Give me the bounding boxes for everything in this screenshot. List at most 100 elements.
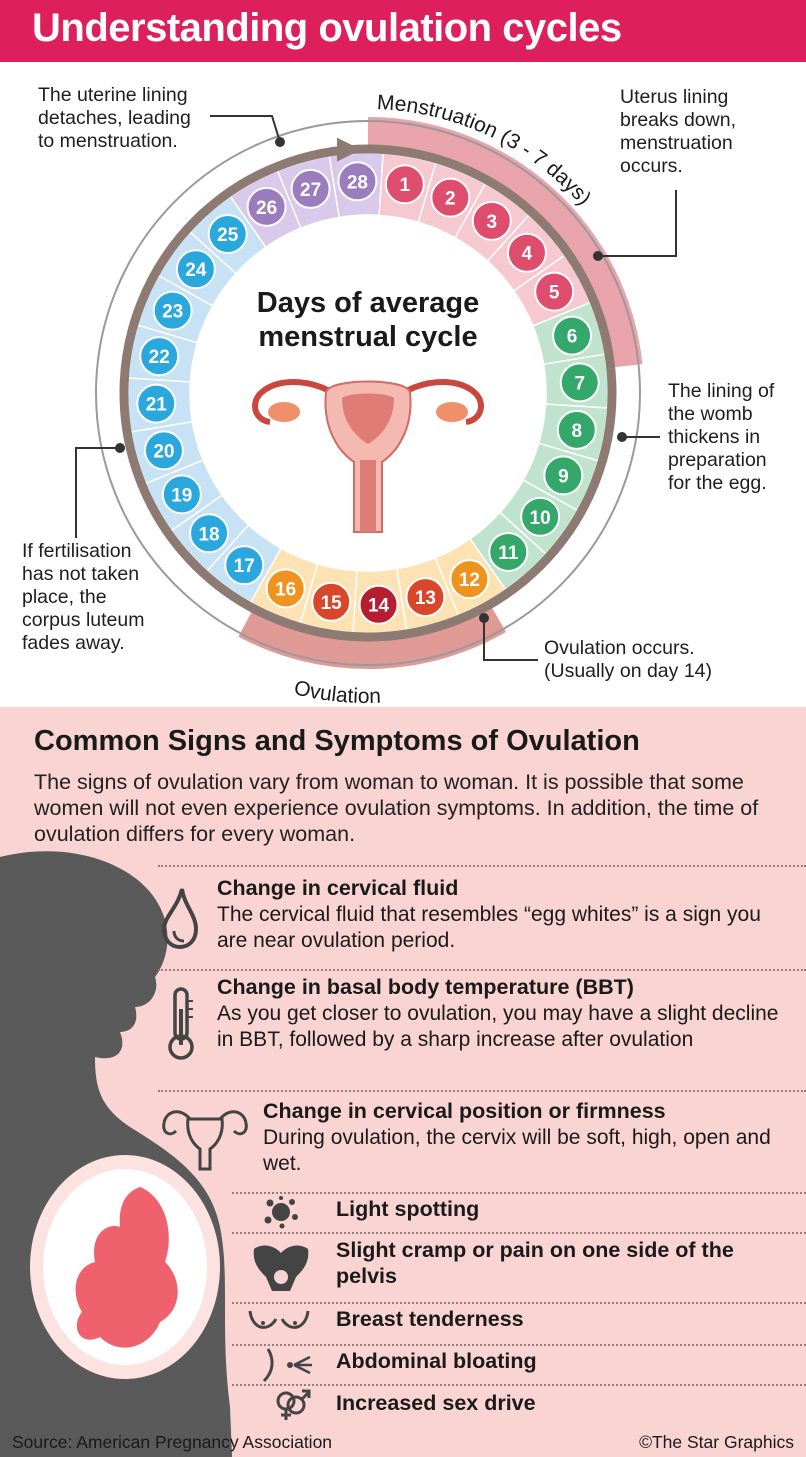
page-title: Understanding ovulation cycles [32, 6, 622, 50]
day-number: 25 [217, 225, 239, 246]
day-number: 17 [234, 556, 255, 577]
day-marker: 21 [136, 383, 177, 424]
leader-dot [617, 432, 627, 442]
symptom-title: Light spotting [336, 1197, 480, 1221]
day-number: 11 [498, 543, 519, 564]
pregnant-woman-silhouette [0, 851, 232, 1457]
day-ball [265, 568, 306, 609]
day-marker: 11 [488, 531, 529, 572]
day-number: 20 [153, 441, 174, 462]
separator [158, 1090, 806, 1092]
uterus-icon [162, 1110, 248, 1171]
day-marker: 17 [224, 545, 265, 586]
day-marker: 10 [520, 496, 561, 537]
bloating-icon [262, 1348, 312, 1383]
day-ball [506, 232, 547, 273]
day-ball [488, 531, 529, 572]
day-marker: 5 [534, 271, 575, 312]
symptoms-title: Common Signs and Symptoms of Ovulation [34, 725, 640, 757]
separator [232, 1232, 806, 1234]
symptom-title: Slight cramp or pain on one side of the … [336, 1238, 734, 1288]
credit-note: ©The Star Graphics [639, 1432, 794, 1452]
day-ball [290, 168, 331, 209]
day-ball [189, 513, 230, 554]
day-ball [471, 200, 512, 241]
ovary-left [268, 402, 300, 422]
outer-bracket [95, 120, 641, 666]
day-marker: 14 [358, 584, 399, 625]
cervix [360, 460, 376, 532]
ovulation-label: Ovulation [292, 676, 381, 707]
day-number: 24 [185, 260, 207, 281]
symptom-text: During ovulation, the cervix will be sof… [263, 1126, 771, 1175]
day-marker: 26 [246, 186, 287, 227]
day-number: 13 [415, 588, 436, 609]
cycle-ring [119, 144, 617, 642]
fetus-shape [75, 1187, 178, 1348]
callout-ovulation-occurs: Ovulation occurs. (Usually on day 14) [544, 637, 712, 682]
symptom-title: Increased sex drive [336, 1391, 536, 1415]
day-marker: 4 [506, 232, 547, 273]
day-ball [161, 474, 202, 515]
day-number: 23 [162, 302, 183, 323]
day-number: 4 [522, 244, 533, 265]
day-number: 26 [256, 198, 277, 219]
day-marker: 2 [430, 177, 471, 218]
separator [232, 1192, 806, 1194]
symptoms-intro: The signs of ovulation vary from woman t… [34, 770, 759, 846]
day-ball [556, 409, 597, 450]
day-marker: 1 [384, 164, 425, 205]
day-marker: 27 [290, 168, 331, 209]
day-number: 1 [400, 175, 411, 196]
day-marker: 18 [189, 513, 230, 554]
symptom-title: Change in cervical fluid [217, 876, 459, 900]
day-marker: 8 [556, 409, 597, 450]
symptom-title: Breast tenderness [336, 1307, 524, 1331]
day-number: 22 [149, 347, 170, 368]
symptom-title: Abdominal bloating [336, 1349, 537, 1373]
day-number: 10 [530, 508, 551, 529]
day-marker: 9 [543, 455, 584, 496]
separator [158, 865, 806, 867]
day-marker: 28 [337, 161, 378, 202]
day-number: 6 [567, 327, 578, 348]
day-marker: 16 [265, 568, 306, 609]
day-marker: 25 [207, 214, 248, 255]
symptom-title: Change in basal body temperature (BBT) [217, 975, 634, 999]
callout-lining-breaks: Uterus lining breaks down, menstruation … [620, 86, 736, 177]
gender-symbols-icon [276, 1389, 311, 1420]
day-ball [152, 290, 193, 331]
day-ball [224, 545, 265, 586]
symptoms-section: Common Signs and Symptoms of Ovulation T… [0, 707, 806, 1457]
day-ball [246, 186, 287, 227]
day-ball [559, 362, 600, 403]
day-ball [311, 581, 352, 622]
day-number: 9 [558, 466, 569, 487]
breast-icon [248, 1310, 310, 1329]
menstruation-band [368, 117, 643, 368]
splatter-icon [264, 1196, 298, 1229]
day-ball [543, 455, 584, 496]
day-ball [207, 214, 248, 255]
day-number: 3 [486, 212, 497, 233]
day-marker: 6 [552, 315, 593, 356]
day-number: 28 [347, 172, 368, 193]
day-ball [552, 315, 593, 356]
day-marker: 15 [311, 581, 352, 622]
leader-fertilisation [75, 447, 120, 538]
day-number: 7 [574, 373, 585, 394]
day-number: 27 [300, 180, 321, 201]
day-marker: 23 [152, 290, 193, 331]
day-number: 2 [445, 189, 456, 210]
day-marker: 13 [405, 577, 446, 618]
pelvis-icon [253, 1245, 309, 1291]
center-title-line1: Days of average [257, 287, 479, 319]
leader-dot [593, 251, 603, 261]
symptom-text: The cervical fluid that resembles “egg w… [217, 903, 761, 952]
cycle-diagram: 1234567891011121314151617181920212223242… [75, 91, 677, 707]
day-ball [405, 577, 446, 618]
day-ball [139, 336, 180, 377]
source-note: Source: American Pregnancy Association [12, 1432, 333, 1452]
day-ball [534, 271, 575, 312]
separator [232, 1344, 806, 1346]
